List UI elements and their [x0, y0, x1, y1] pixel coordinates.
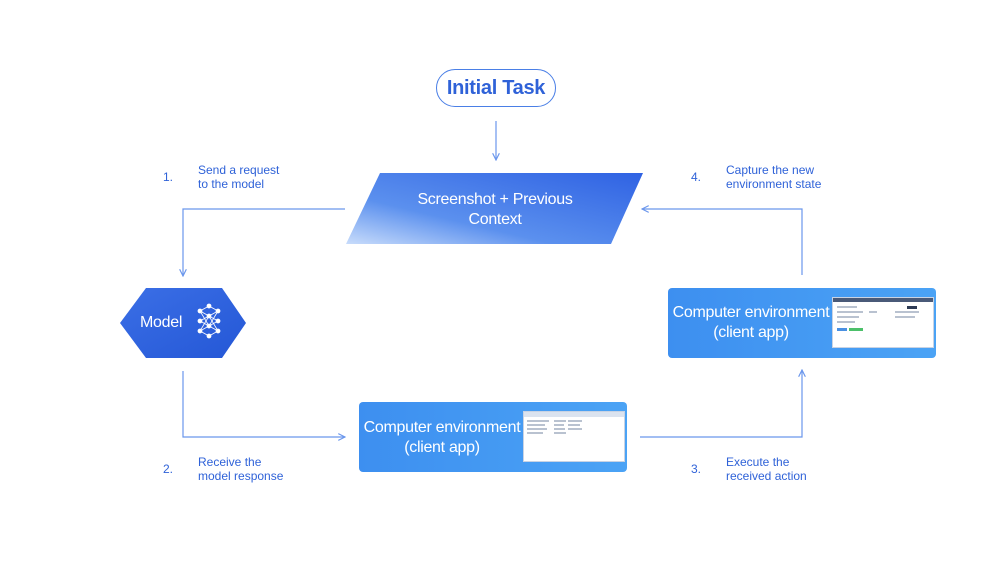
step-1-label: Send a request to the model	[198, 163, 318, 191]
step-2-line1: Receive the	[198, 455, 262, 469]
model-label: Model	[140, 314, 183, 331]
step-1-number: 1.	[163, 170, 174, 184]
arrow-context-to-model	[183, 208, 345, 276]
env-bottom-screenshot-thumbnail	[523, 411, 625, 462]
step-4-number: 4.	[691, 170, 702, 184]
step-3-label: Execute the received action	[726, 455, 846, 483]
initial-task-label: Initial Task	[446, 76, 546, 99]
step-4-label: Capture the new environment state	[726, 163, 846, 191]
step-3-line1: Execute the	[726, 455, 790, 469]
arrow-env-to-right-env	[640, 370, 802, 438]
step-2-number: 2.	[163, 462, 174, 476]
context-parallelogram	[346, 173, 643, 244]
env-right-line1: Computer environment	[672, 304, 830, 321]
context-line1: Screenshot + Previous	[417, 191, 573, 208]
step-2-label: Receive the model response	[198, 455, 318, 483]
step-4-line2: environment state	[726, 177, 822, 191]
arrow-right-env-to-context	[642, 209, 803, 275]
model-hexagon	[120, 288, 246, 358]
env-right-label: Computer environment (client app)	[670, 303, 832, 343]
env-node-bottom: Computer environment (client app)	[359, 402, 627, 472]
env-right-line2: (client app)	[713, 324, 789, 341]
step-4-line1: Capture the new	[726, 163, 815, 177]
neural-network-icon	[197, 303, 221, 339]
env-bottom-line1: Computer environment	[363, 419, 521, 436]
env-right-screenshot-thumbnail	[832, 297, 934, 348]
context-line2: Context	[468, 211, 522, 228]
arrow-model-to-env	[182, 371, 345, 437]
env-bottom-label: Computer environment (client app)	[361, 418, 523, 458]
step-2-line2: model response	[198, 469, 284, 483]
step-1-line1: Send a request	[198, 163, 280, 177]
step-3-number: 3.	[691, 462, 702, 476]
step-3-line2: received action	[726, 469, 807, 483]
env-node-right: Computer environment (client app)	[668, 288, 936, 358]
env-bottom-line2: (client app)	[404, 439, 480, 456]
initial-task-node: Initial Task	[436, 69, 556, 107]
context-node-label: Screenshot + Previous Context	[400, 190, 590, 230]
step-1-line2: to the model	[198, 177, 265, 191]
